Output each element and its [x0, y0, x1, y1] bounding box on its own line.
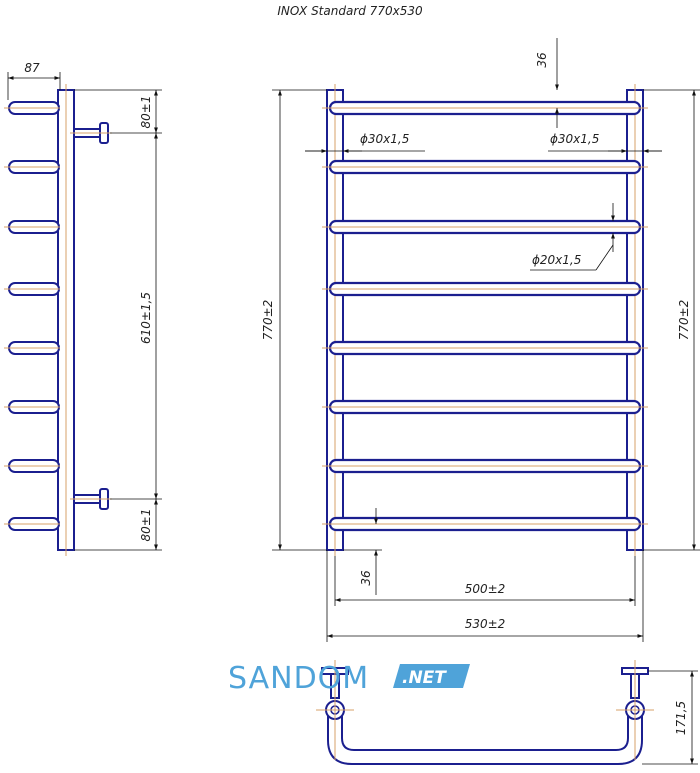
- dim-pipe-right: ϕ30x1,5: [550, 132, 599, 146]
- dim-side-top-offset: 80±1: [139, 96, 153, 129]
- dim-rung-pipe: ϕ20x1,5: [532, 253, 581, 267]
- dim-pipe-left: ϕ30x1,5: [360, 132, 409, 146]
- dim-inner-width: 500±2: [465, 582, 506, 596]
- dim-bottom-depth: 171,5: [674, 701, 688, 735]
- side-connectors: [70, 122, 112, 510]
- dim-front-height-left: 770±2: [261, 300, 275, 341]
- logo-badge: [393, 664, 470, 688]
- logo-name: SANDOM: [228, 661, 369, 696]
- side-rungs: [4, 101, 60, 531]
- front-view: 770±2 770±2 36 ϕ30x1,5 ϕ30x1,5 ϕ20x1,5 3…: [261, 38, 700, 642]
- sandom-logo: SANDOM .NET: [228, 661, 470, 696]
- dim-outer-width: 530±2: [465, 617, 506, 631]
- dim-side-axis: 610±1,5: [139, 292, 153, 344]
- bottom-view: 171,5: [316, 660, 698, 765]
- dim-side-bottom-offset: 80±1: [139, 509, 153, 542]
- logo-suffix: .NET: [402, 668, 447, 688]
- front-rungs: [322, 100, 648, 532]
- dim-top-offset: 36: [535, 52, 549, 68]
- drawing-title: INOX Standard 770x530: [277, 4, 423, 18]
- dim-side-depth: 87: [24, 61, 40, 75]
- side-view: 87 80±1 610±1,5 80±1: [4, 61, 162, 556]
- dim-front-height-right: 770±2: [677, 300, 691, 341]
- dim-bottom-offset: 36: [359, 570, 373, 586]
